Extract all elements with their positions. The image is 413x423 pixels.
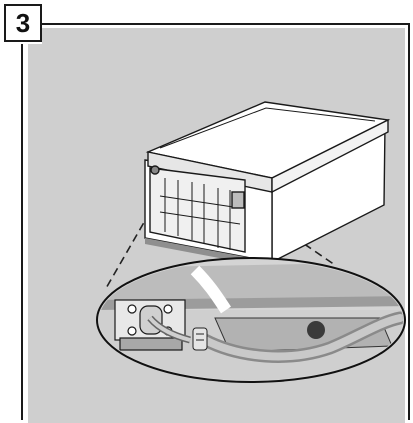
panel-border — [40, 23, 410, 420]
zoom-callout — [96, 257, 406, 383]
hose-connector — [192, 327, 208, 351]
inlet-valve — [114, 299, 191, 351]
appliance-drawing — [144, 101, 391, 268]
step-number-badge: 3 — [4, 4, 42, 42]
